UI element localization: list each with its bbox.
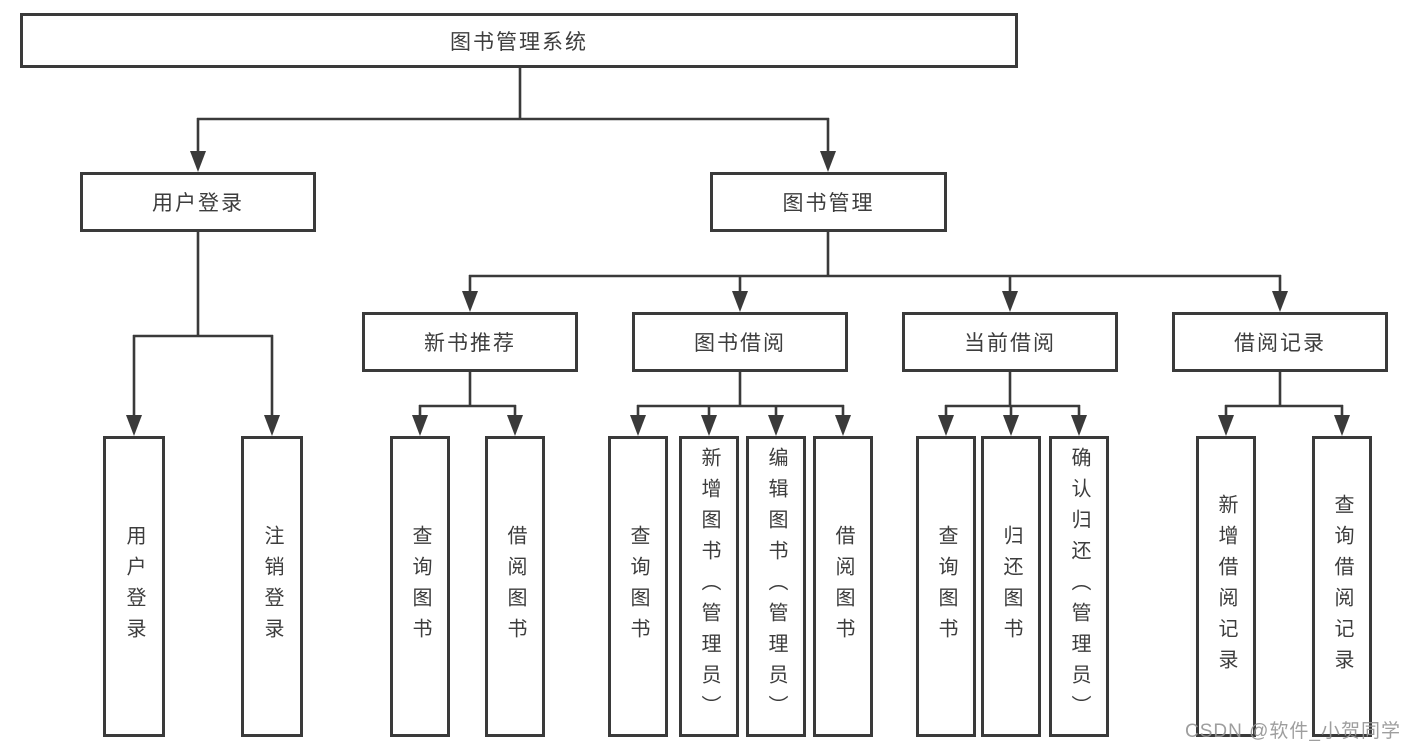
node-label: 注销登录: [261, 524, 283, 649]
node-current-borrowing: 当前借阅: [902, 312, 1118, 372]
leaf-confirm-return-admin: 确认归还（管理员）: [1049, 436, 1109, 737]
node-label: 图书借阅: [694, 332, 786, 355]
node-label: 新增借阅记录: [1215, 493, 1237, 680]
leaf-return-books: 归还图书: [981, 436, 1041, 737]
node-library-management-system: 图书管理系统: [20, 13, 1018, 68]
leaf-query-books-current: 查询图书: [916, 436, 976, 737]
node-book-management: 图书管理: [710, 172, 947, 232]
node-label: 用户登录: [123, 524, 145, 649]
leaf-user-login: 用户登录: [103, 436, 165, 737]
leaf-add-books-admin: 新增图书（管理员）: [679, 436, 739, 737]
node-label: 借阅记录: [1234, 332, 1326, 355]
leaf-edit-books-admin: 编辑图书（管理员）: [746, 436, 806, 737]
leaf-query-books-recommend: 查询图书: [390, 436, 450, 737]
csdn-watermark: CSDN @软件_小贺同学: [1185, 721, 1401, 742]
leaf-add-borrow-record: 新增借阅记录: [1196, 436, 1256, 737]
node-label: 借阅图书: [832, 524, 854, 649]
node-label: 新增图书（管理员）: [698, 447, 720, 726]
node-label: 查询图书: [627, 524, 649, 649]
leaf-query-borrow-record: 查询借阅记录: [1312, 436, 1372, 737]
node-new-book-recommendation: 新书推荐: [362, 312, 578, 372]
node-label: 确认归还（管理员）: [1068, 447, 1090, 726]
node-user-login: 用户登录: [80, 172, 316, 232]
node-label: 用户登录: [152, 192, 244, 215]
node-label: 图书管理系统: [450, 30, 588, 54]
node-borrowing-records: 借阅记录: [1172, 312, 1388, 372]
node-label: 查询图书: [935, 524, 957, 649]
node-label: 图书管理: [782, 192, 875, 215]
node-label: 查询借阅记录: [1331, 493, 1353, 680]
leaf-borrow-books-recommend: 借阅图书: [485, 436, 545, 737]
node-label: 编辑图书（管理员）: [765, 447, 787, 726]
arrowheads: [126, 151, 1350, 436]
leaf-query-books-borrow: 查询图书: [608, 436, 668, 737]
node-label: 当前借阅: [964, 332, 1056, 355]
node-label: 借阅图书: [504, 524, 526, 649]
node-label: 归还图书: [1000, 524, 1022, 649]
leaf-logout: 注销登录: [241, 436, 303, 737]
node-label: 新书推荐: [424, 332, 516, 355]
node-label: 查询图书: [409, 524, 431, 649]
node-book-borrowing: 图书借阅: [632, 312, 848, 372]
leaf-borrow-books: 借阅图书: [813, 436, 873, 737]
